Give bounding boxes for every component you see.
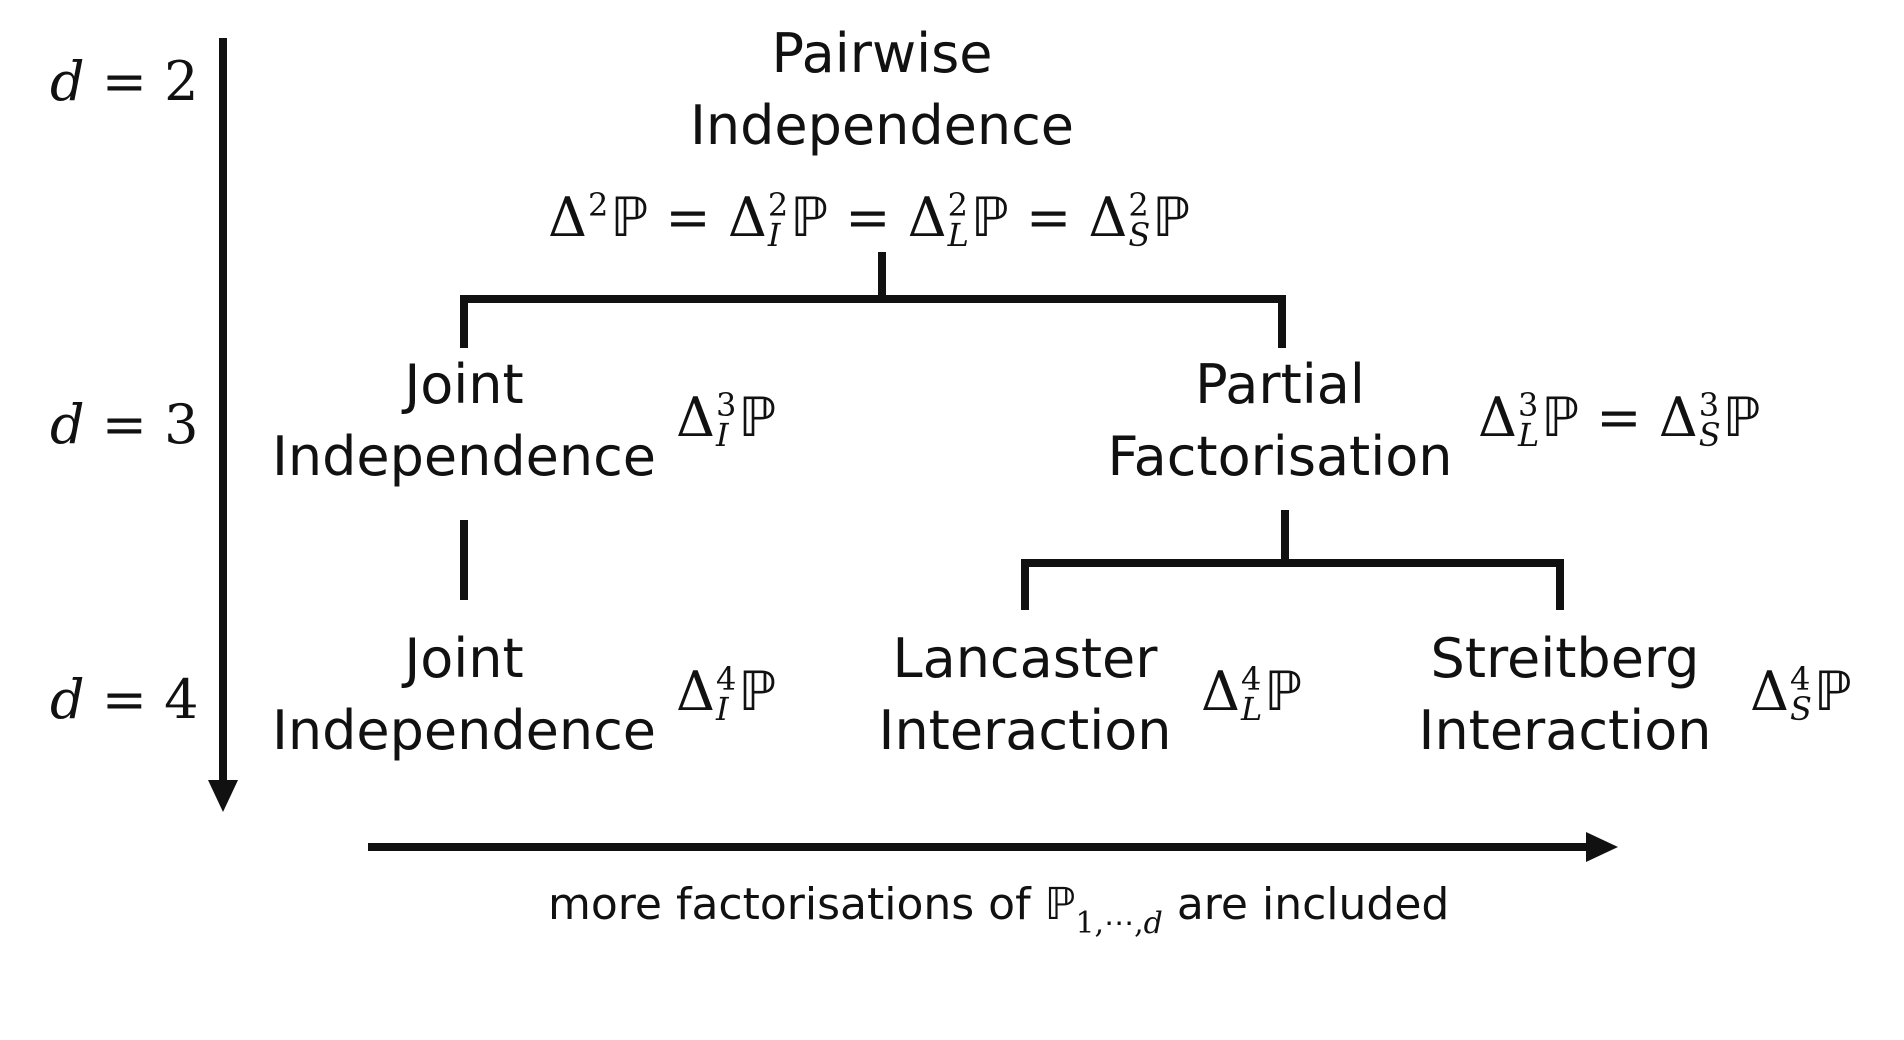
superscript: 2: [588, 186, 609, 224]
delta-symbol: Δ: [548, 186, 587, 249]
node-title-line2: Independence: [271, 699, 656, 762]
prob-symbol: ℙ: [738, 660, 777, 723]
d-axis-arrowhead: [208, 780, 238, 812]
subscript: L: [1518, 416, 1540, 454]
level-var: d: [50, 668, 85, 731]
equals-sign: =: [845, 186, 891, 249]
superscript: 2: [767, 186, 789, 224]
factorisation-caption: more factorisations of ℙ1,⋯,d are includ…: [548, 875, 1450, 941]
node-joint-independence-d4: Joint Independence: [264, 623, 664, 767]
caption-text-before: more factorisations of: [548, 879, 1031, 930]
node-title-line1: Pairwise: [771, 22, 993, 85]
partial-branch: [1021, 559, 1564, 610]
level-var: d: [50, 50, 85, 113]
superscript: 3: [716, 386, 737, 424]
node-streitberg-interaction: Streitberg Interaction: [1385, 623, 1745, 767]
superscript: 3: [1518, 386, 1539, 424]
level-value: 4: [164, 668, 199, 731]
node-title-line2: Interaction: [1418, 699, 1712, 762]
node-title-line1: Joint: [404, 627, 524, 690]
prob-symbol: ℙ: [970, 186, 1009, 249]
node-title-line2: Interaction: [878, 699, 1172, 762]
prob-symbol: ℙ: [1541, 386, 1580, 449]
superscript: 2: [947, 186, 969, 224]
node-title-line2: Independence: [689, 94, 1074, 157]
superscript: 2: [1128, 186, 1149, 224]
caption-subscript: 1,⋯,: [1075, 906, 1144, 941]
node-pairwise-independence: Pairwise Independence: [632, 18, 1132, 162]
prob-symbol: ℙ: [610, 186, 649, 249]
delta-symbol: Δ: [727, 186, 767, 249]
node-title-line1: Streitberg: [1430, 627, 1700, 690]
level-value: 2: [164, 50, 199, 113]
delta-symbol: Δ: [1088, 186, 1128, 249]
superscript: 4: [716, 660, 737, 698]
delta-symbol: Δ: [676, 386, 715, 449]
node-lancaster-interaction: Lancaster Interaction: [845, 623, 1205, 767]
node-title-line1: Lancaster: [892, 627, 1158, 690]
delta-symbol: Δ: [1658, 386, 1698, 449]
subscript: S: [1128, 216, 1151, 254]
subscript: L: [1241, 690, 1263, 728]
prob-symbol: ℙ: [1264, 660, 1303, 723]
level-eq: =: [101, 393, 147, 456]
delta-symbol: Δ: [907, 186, 947, 249]
node-title-line2: Independence: [271, 425, 656, 488]
subscript: L: [947, 216, 969, 254]
level-eq: =: [101, 668, 147, 731]
superscript: 4: [1790, 660, 1811, 698]
subscript: I: [767, 216, 781, 254]
prob-symbol: ℙ: [1722, 386, 1761, 449]
level-label-d3: d = 3: [50, 395, 199, 455]
superscript: 4: [1241, 660, 1262, 698]
caption-subscript-var: d: [1143, 906, 1163, 941]
subscript: I: [716, 690, 729, 728]
node-partial-factorisation: Partial Factorisation: [1080, 349, 1480, 493]
delta-symbol: Δ: [676, 660, 715, 723]
level-value: 3: [164, 393, 199, 456]
node-title-line1: Partial: [1195, 353, 1365, 416]
caption-text-after: are included: [1176, 879, 1450, 930]
pairwise-branch: [460, 295, 1286, 348]
prob-symbol: ℙ: [738, 386, 777, 449]
level-eq: =: [101, 50, 147, 113]
prob-symbol: ℙ: [1813, 660, 1852, 723]
node-joint-independence-d3: Joint Independence: [264, 349, 664, 493]
equals-sign: =: [665, 186, 711, 249]
subscript: I: [716, 416, 729, 454]
node-title-line1: Joint: [404, 353, 524, 416]
superscript: 3: [1698, 386, 1720, 424]
factorisation-arrowhead: [1586, 832, 1618, 862]
subscript: S: [1698, 416, 1721, 454]
level-label-d2: d = 2: [50, 52, 199, 112]
delta-symbol: Δ: [1201, 660, 1240, 723]
prob-symbol: ℙ: [790, 186, 829, 249]
subscript: S: [1790, 690, 1812, 728]
node-title-line2: Factorisation: [1107, 425, 1453, 488]
equals-sign: =: [1025, 186, 1072, 249]
equals-sign: =: [1596, 386, 1642, 449]
level-var: d: [50, 393, 85, 456]
delta-symbol: Δ: [1478, 386, 1517, 449]
prob-symbol: ℙ: [1152, 186, 1191, 249]
level-label-d4: d = 4: [50, 670, 199, 730]
prob-symbol: ℙ: [1044, 879, 1076, 930]
delta-symbol: Δ: [1750, 660, 1789, 723]
